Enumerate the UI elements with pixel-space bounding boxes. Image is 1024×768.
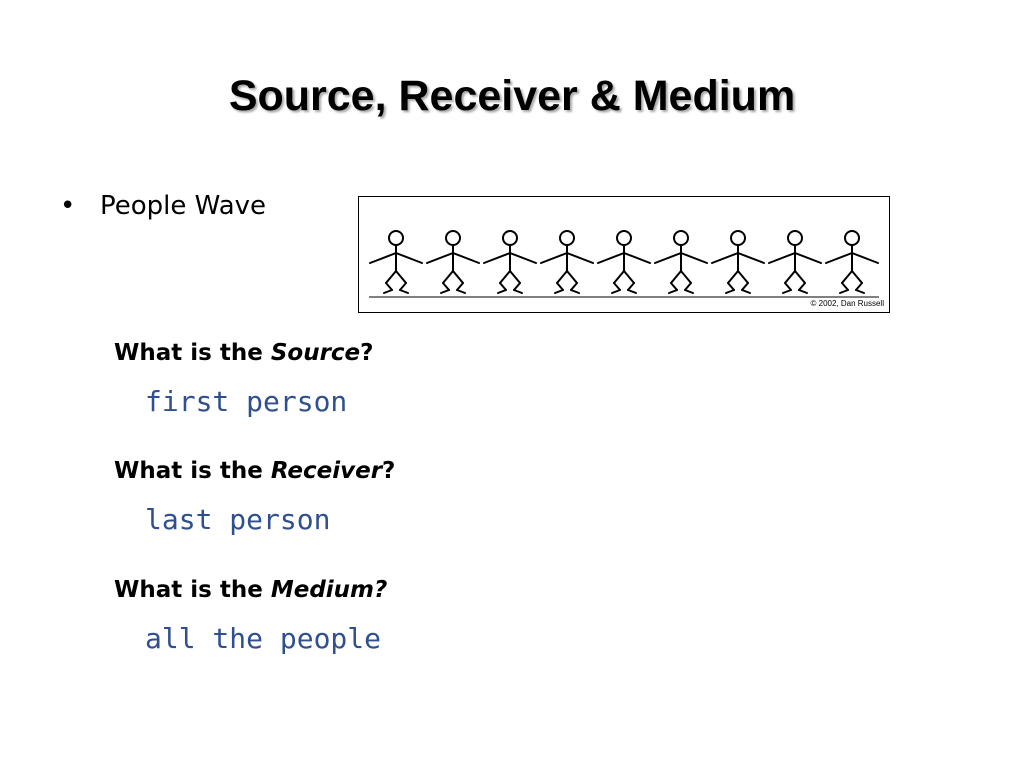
stick-figure [654,230,708,294]
question-prefix: What is the [114,458,271,484]
people-wave-figure: © 2002, Dan Russell [358,196,890,313]
answer-medium: all the people [145,622,382,655]
stick-figure [711,230,765,294]
stick-figure [426,230,480,294]
people-wave-drawing [369,230,879,298]
question-term: Receiver [270,458,383,484]
stick-figure [540,230,594,294]
question-suffix: ? [360,340,374,366]
bullet-text: People Wave [100,191,267,221]
question-term: Medium? [270,577,388,603]
answer-source: first person [145,385,348,418]
question-prefix: What is the [114,340,271,366]
question-receiver: What is the Receiver? [114,456,395,486]
slide-title: Source, Receiver & Medium [228,72,796,120]
bullet-item: • People Wave [60,188,266,224]
stick-figure [825,230,879,294]
question-term: Source [270,340,361,366]
answer-receiver: last person [145,503,331,536]
question-medium: What is the Medium? [114,575,387,605]
bullet-marker: • [60,191,76,221]
stick-figure [768,230,822,294]
stick-figure [483,230,537,294]
question-suffix: ? [382,458,396,484]
figure-credit: © 2002, Dan Russell [810,299,885,308]
question-source: What is the Source? [114,338,374,368]
question-prefix: What is the [114,577,271,603]
stick-figure [597,230,651,294]
stick-figure [369,230,423,294]
